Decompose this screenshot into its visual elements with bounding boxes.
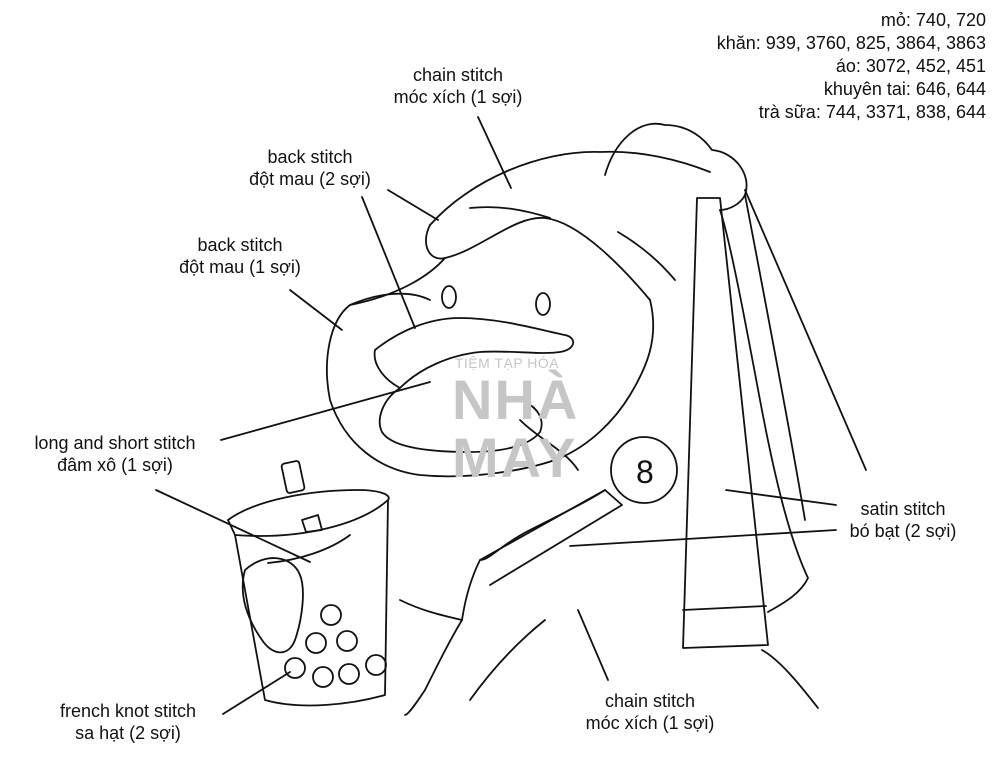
watermark: TIỆM TẠP HÓA NHÀ MAY: [452, 355, 580, 489]
label-french-knot-stitch: french knot stitch sa hạt (2 sợi): [59, 701, 197, 743]
label-long-short-stitch: long and short stitch đâm xô (1 sợi): [34, 433, 196, 475]
hat-crease-2: [617, 231, 676, 281]
beak-lower: [378, 387, 543, 453]
watermark-big-1: NHÀ: [452, 368, 580, 431]
leader-satin-b: [725, 489, 837, 506]
eye-right: [535, 292, 551, 316]
leader-french-a: [155, 489, 311, 563]
leader-back2-b: [361, 196, 416, 329]
scarf-strip-a-band: [682, 605, 767, 611]
pearl: [336, 630, 358, 652]
thread-row: mỏ: 740, 720: [880, 10, 986, 30]
wing-hand: [241, 557, 304, 654]
shirt-left: [461, 489, 606, 621]
label-back-stitch-2: back stitch đột mau (2 sợi): [249, 147, 371, 189]
pearl: [305, 632, 327, 654]
leader-french-b: [222, 671, 291, 715]
scarf-strip-c: [744, 194, 806, 521]
hat-crease-1: [469, 206, 551, 219]
earring-ring: [610, 436, 678, 504]
leader-back2-a: [387, 189, 439, 221]
shirt-front: [404, 619, 463, 716]
leader-satin-a: [569, 529, 837, 547]
thread-row: khuyên tai: 646, 644: [823, 79, 986, 99]
leader-chain-bottom: [577, 609, 609, 681]
thread-row: khăn: 939, 3760, 825, 3864, 3863: [716, 33, 986, 53]
head-inner: [349, 292, 431, 306]
thread-row: áo: 3072, 452, 451: [835, 56, 986, 76]
label-chain-stitch-bottom: chain stitch móc xích (1 sợi): [585, 691, 715, 733]
scarf-strip-a: [682, 197, 769, 649]
label-chain-stitch-top: chain stitch móc xích (1 sợi): [393, 65, 523, 107]
shirt-back: [399, 599, 463, 621]
scarf-strip-b: [719, 209, 809, 613]
pearl: [284, 657, 306, 679]
leader-chain-top: [477, 116, 512, 189]
leader-long-short: [220, 381, 431, 441]
earring-glyph: 8: [636, 454, 654, 490]
pearl: [338, 663, 360, 685]
pearl: [320, 604, 342, 626]
cup-lid: [227, 489, 390, 537]
hat-outline: [429, 150, 711, 226]
leader-back1: [289, 289, 343, 331]
label-satin-stitch: satin stitch bó bạt (2 sợi): [849, 499, 957, 541]
thread-row: trà sữa: 744, 3371, 838, 644: [758, 102, 986, 122]
pearl: [365, 654, 387, 676]
watermark-big-2: MAY: [452, 426, 578, 489]
scarf-bottom-tail: [761, 649, 819, 709]
scarf-bow: [604, 122, 748, 211]
eye-left: [441, 285, 457, 309]
label-back-stitch-1: back stitch đột mau (1 sợi): [179, 235, 301, 277]
beak-upper: [373, 317, 574, 389]
shirt-collar: [479, 489, 623, 586]
cup-body: [234, 499, 389, 707]
hat-brim: [425, 217, 651, 301]
cup-straw: [280, 460, 306, 494]
pearl: [312, 666, 334, 688]
shirt-fold: [469, 619, 546, 701]
leader-satin-c: [744, 189, 867, 471]
cup-straw-inner: [301, 514, 323, 533]
neck-line: [519, 419, 579, 471]
thread-color-list: mỏ: 740, 720 khăn: 939, 3760, 825, 3864,…: [717, 9, 986, 124]
milk-line: [267, 534, 351, 564]
watermark-small: TIỆM TẠP HÓA: [454, 355, 560, 371]
